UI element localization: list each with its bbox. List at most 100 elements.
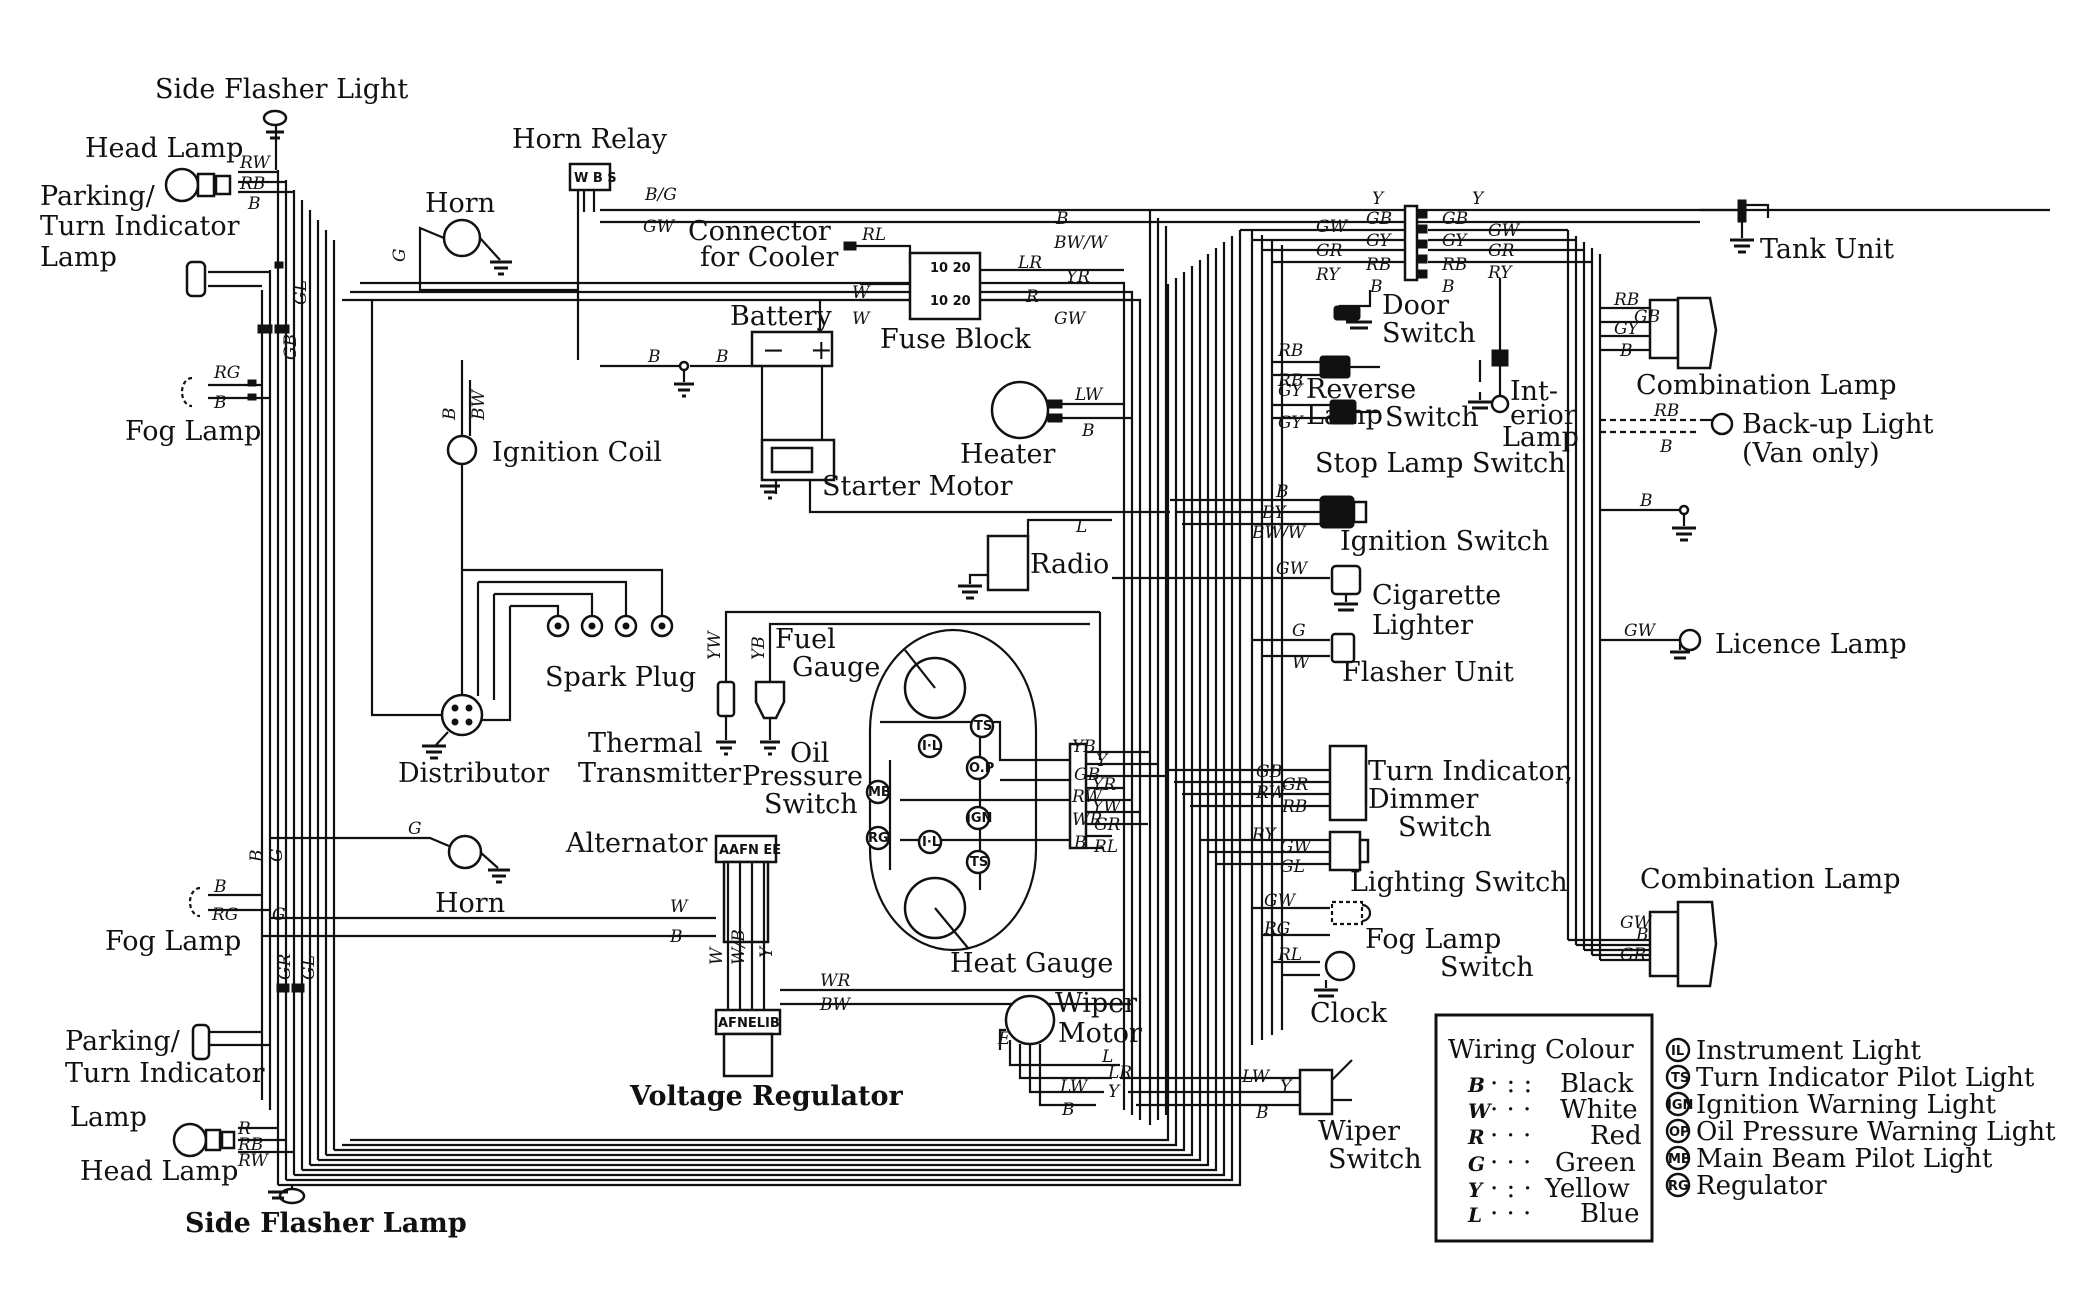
wire-code: B — [715, 347, 729, 367]
fog-lamp-top-label: Fog Lamp — [125, 416, 261, 447]
colour-dots: · : · — [1490, 1174, 1532, 1204]
ignition-coil: Ignition Coil B BW — [440, 360, 662, 570]
wire-code: GB — [1634, 307, 1660, 327]
wiper-switch-label-2: Switch — [1328, 1144, 1422, 1175]
symbol-ts: TS — [1671, 1071, 1689, 1086]
ignition-switch-label: Ignition Switch — [1340, 526, 1549, 557]
wire-code: LR — [1107, 1063, 1132, 1083]
wire-code: YW — [705, 630, 725, 660]
symbol-legend-text: Regulator — [1696, 1171, 1827, 1201]
reverse-label-1: Reverse — [1306, 374, 1416, 405]
flasher-unit: G W Flasher Unit — [1252, 621, 1514, 688]
wire-code: W — [670, 897, 689, 917]
battery-minus: − — [762, 335, 785, 366]
wire-code: RB — [237, 1135, 263, 1155]
wire-code: B — [1369, 277, 1383, 297]
wire-code: LW — [1241, 1067, 1271, 1087]
door-switch-label-2: Switch — [1382, 318, 1476, 349]
horn-relay-label: Horn Relay — [512, 124, 668, 155]
wire-code: RL — [1093, 837, 1118, 857]
wire-code: GW — [1054, 309, 1087, 329]
fuse-terminals-1: 10 20 — [930, 261, 971, 276]
wire-code: RB — [1277, 371, 1303, 391]
wire-code: RY — [1251, 825, 1277, 845]
battery-label: Battery — [730, 301, 833, 332]
spark-plug-label: Spark Plug — [545, 662, 696, 693]
combination-lamp-bottom: GW B GR Combination Lamp — [1568, 864, 1901, 988]
alternator: AAFN EE Alternator W B W W/B Y — [262, 828, 781, 1010]
head-lamp-top-label: Head Lamp — [85, 133, 243, 164]
oil-label-1: Oil — [790, 738, 829, 769]
stop-lamp-switch-label: Stop Lamp Switch — [1315, 448, 1566, 479]
wiper-switch: LW Y B Wiper Switch — [1120, 1059, 1422, 1175]
turn-dimmer-label-1: Turn Indicator, — [1368, 756, 1573, 787]
wire-code: GL — [291, 280, 311, 305]
wire-code: LW — [1059, 1077, 1089, 1097]
wire-code: GW — [643, 217, 676, 237]
wire-code: B — [1619, 341, 1633, 361]
cigarette-label-1: Cigarette — [1372, 580, 1501, 611]
wire-code: W — [707, 946, 727, 965]
regulator-symbol: RG — [868, 831, 889, 846]
connector-cooler-label-1: Connector — [688, 216, 831, 247]
instrument-light-1: I·L — [922, 739, 940, 754]
wire-code: GY — [1614, 319, 1640, 339]
combination-lamp-top: RB GB GY B Combination Lamp — [1600, 290, 1897, 401]
wire-code: GR — [1316, 241, 1343, 261]
fog-switch-label-2: Switch — [1440, 952, 1534, 983]
cigarette-label-2: Lighter — [1372, 610, 1473, 641]
licence-lamp-label: Licence Lamp — [1715, 629, 1907, 660]
wire-code: RB — [1365, 255, 1391, 275]
wire-code: B — [647, 347, 661, 367]
wire-code: GW — [1488, 221, 1521, 241]
oil-label-2: Pressure — [742, 761, 863, 792]
thermal-label-2: Transmitter — [578, 758, 741, 789]
wire-code: GR — [275, 953, 295, 980]
side-flasher-light-label: Side Flasher Light — [155, 74, 408, 105]
parking-turn-top-label-2: Turn Indicator — [40, 211, 240, 242]
starter-motor-label: Starter Motor — [822, 471, 1013, 502]
symbol-legend-text: Ignition Warning Light — [1696, 1090, 1996, 1120]
wire-code: RL — [1277, 945, 1302, 965]
wire-code: B — [1073, 833, 1087, 853]
connector-cooler-label-2: for Cooler — [700, 242, 839, 273]
wire-code: Y — [1372, 189, 1385, 209]
wire-code: B — [213, 393, 227, 413]
wire-code: G — [390, 248, 410, 262]
parking-turn-bottom-label-1: Parking/ — [65, 1026, 181, 1057]
ignition-switch: B BY BW/W Ignition Switch — [1170, 482, 1549, 557]
colour-dots: · : : — [1490, 1069, 1532, 1099]
wire-code: YR — [1066, 267, 1090, 287]
symbol-op: OP — [1669, 1125, 1690, 1140]
wiring-colour-title: Wiring Colour — [1448, 1035, 1634, 1065]
wire-code: W — [1292, 653, 1311, 673]
distributor-label: Distributor — [398, 758, 549, 789]
wire-code: WR — [820, 971, 850, 991]
battery-plus: + — [810, 335, 833, 366]
distributor: Distributor — [370, 300, 549, 789]
oil-label-3: Switch — [764, 789, 858, 820]
colour-dots: · · · — [1490, 1095, 1531, 1125]
wire-code: RG — [213, 363, 240, 383]
wire-code: LW — [1074, 385, 1104, 405]
horn-top: Horn G — [390, 188, 578, 292]
colour-code: B — [1467, 1073, 1485, 1097]
head-lamp-bottom-label: Head Lamp — [80, 1156, 238, 1187]
wire-code: YW — [1092, 797, 1122, 817]
fog-switch-label-1: Fog Lamp — [1365, 924, 1501, 955]
wire-code: GL — [299, 955, 319, 980]
horn-top-label: Horn — [425, 188, 495, 219]
wire-code: Y — [1280, 1077, 1293, 1097]
wire-code: RB — [1653, 401, 1679, 421]
wire-code: G — [272, 905, 286, 925]
side-flasher-lamp-label: Side Flasher Lamp — [185, 1208, 467, 1239]
wire-code: GB — [1442, 209, 1468, 229]
stop-lamp-switch: GY GY Stop Lamp Switch — [1272, 381, 1566, 479]
wire-code: GR — [1094, 815, 1121, 835]
wire-code: RW — [239, 153, 271, 173]
colour-name: Black — [1560, 1069, 1633, 1099]
colour-code: Y — [1468, 1178, 1484, 1202]
lighting-switch-label: Lighting Switch — [1350, 867, 1568, 898]
head-lamp-bottom: R RB RW Head Lamp Side Flasher Lamp — [80, 1119, 467, 1239]
